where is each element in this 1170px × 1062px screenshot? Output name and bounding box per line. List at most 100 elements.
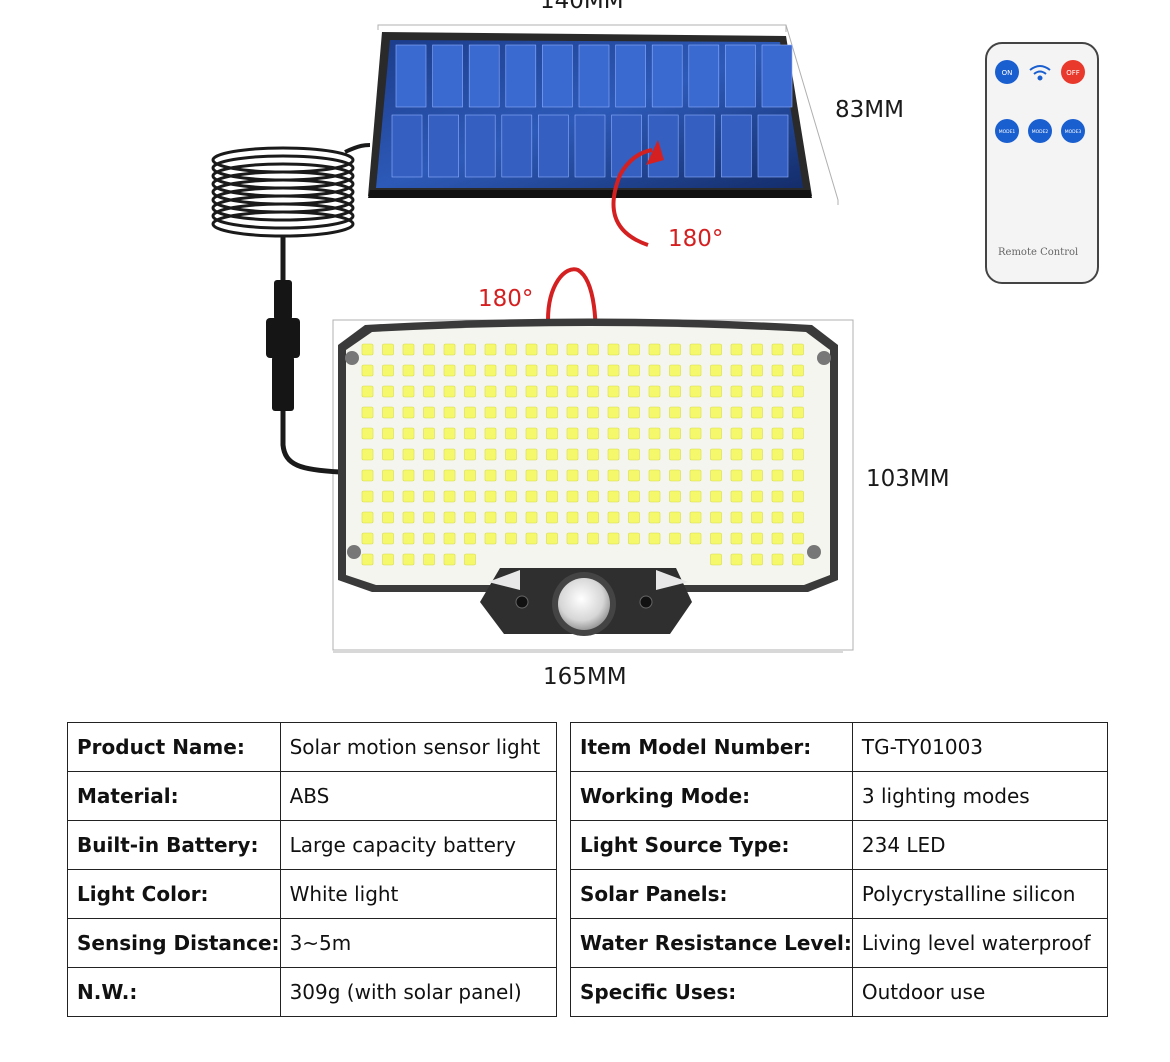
remote-mode1-label: MODE1 <box>999 129 1016 135</box>
led-chip <box>546 469 558 482</box>
spec-row: Specific Uses:Outdoor use <box>570 967 1109 1017</box>
solar-cell <box>538 114 569 178</box>
spec-value: Polycrystalline silicon <box>851 869 1109 919</box>
solar-cell <box>391 114 423 178</box>
led-array <box>361 343 804 566</box>
led-chip <box>607 469 620 482</box>
spec-value: ABS <box>279 771 558 821</box>
led-chip <box>464 448 476 461</box>
led-chip <box>628 343 640 356</box>
solar-cell <box>615 44 646 108</box>
spec-value: 3~5m <box>279 918 558 968</box>
solar-cell <box>647 114 679 178</box>
led-chip <box>792 385 804 398</box>
led-chip <box>587 511 599 524</box>
led-chip <box>792 343 804 356</box>
led-chip <box>566 364 579 377</box>
led-chip <box>361 448 374 461</box>
led-chip <box>689 448 702 461</box>
led-chip <box>730 448 743 461</box>
spec-value: 3 lighting modes <box>851 771 1109 821</box>
pir-sensor <box>558 578 610 630</box>
remote-off-button <box>1061 60 1085 84</box>
led-chip <box>402 385 415 398</box>
led-chip <box>628 427 640 440</box>
led-chip <box>710 364 722 377</box>
solar-cell <box>542 44 573 108</box>
led-chip <box>525 490 538 503</box>
led-chip <box>587 343 599 356</box>
led-chip <box>710 343 722 356</box>
remote-mode2-button <box>1028 119 1052 143</box>
led-chip <box>423 343 435 356</box>
led-chip <box>566 406 579 419</box>
led-chip <box>505 343 517 356</box>
spec-label: Light Color: <box>67 869 281 919</box>
led-chip <box>669 427 681 440</box>
led-chip <box>361 385 374 398</box>
led-chip <box>382 490 394 503</box>
led-chip <box>464 553 476 566</box>
led-chip <box>484 343 497 356</box>
led-chip <box>689 343 702 356</box>
led-chip <box>443 511 456 524</box>
solar-cell <box>432 44 463 108</box>
led-chip <box>751 406 763 419</box>
led-chip <box>361 532 374 545</box>
led-chip <box>751 343 763 356</box>
led-chip <box>464 385 476 398</box>
led-chip <box>751 532 763 545</box>
led-chip <box>505 448 517 461</box>
led-chip <box>402 448 415 461</box>
led-chip <box>689 469 702 482</box>
solar-cell <box>684 114 716 178</box>
lamp-height-label: 103MM <box>866 466 950 492</box>
spec-label: Light Source Type: <box>570 820 853 870</box>
spec-value: TG-TY01003 <box>851 722 1109 772</box>
spec-value: 234 LED <box>851 820 1109 870</box>
spec-label: Built-in Battery: <box>67 820 281 870</box>
remote-off-label: OFF <box>1066 69 1080 77</box>
led-chip <box>792 448 804 461</box>
led-chip <box>669 490 681 503</box>
spec-label: Solar Panels: <box>570 869 853 919</box>
led-chip <box>505 511 517 524</box>
led-chip <box>484 469 497 482</box>
led-chip <box>484 364 497 377</box>
remote-mode3-label: MODE3 <box>1065 129 1082 135</box>
led-chip <box>423 532 435 545</box>
solar-cell <box>757 114 789 178</box>
led-chip <box>423 448 435 461</box>
led-chip <box>443 490 456 503</box>
solar-cell <box>721 114 752 178</box>
led-chip <box>751 553 763 566</box>
led-chip <box>771 490 784 503</box>
led-chip <box>546 364 558 377</box>
spec-row: Working Mode:3 lighting modes <box>570 771 1109 821</box>
led-chip <box>402 490 415 503</box>
product-illustration: ON OFF MODE1 MODE2 MODE3 <box>211 24 1099 653</box>
led-chip <box>484 532 497 545</box>
led-chip <box>771 406 784 419</box>
solar-cell <box>468 44 500 108</box>
led-chip <box>628 385 640 398</box>
led-chip <box>587 385 599 398</box>
solar-cell <box>651 44 683 108</box>
led-chip <box>382 553 394 566</box>
led-chip <box>648 469 661 482</box>
solar-cells <box>391 44 793 178</box>
led-chip <box>423 511 435 524</box>
led-chip <box>689 490 702 503</box>
led-chip <box>628 364 640 377</box>
led-chip <box>546 343 558 356</box>
solar-cell <box>395 44 427 108</box>
led-chip <box>382 448 394 461</box>
led-chip <box>628 511 640 524</box>
led-chip <box>484 406 497 419</box>
led-chip <box>587 364 599 377</box>
led-chip <box>484 511 497 524</box>
led-chip <box>402 343 415 356</box>
led-chip <box>771 469 784 482</box>
